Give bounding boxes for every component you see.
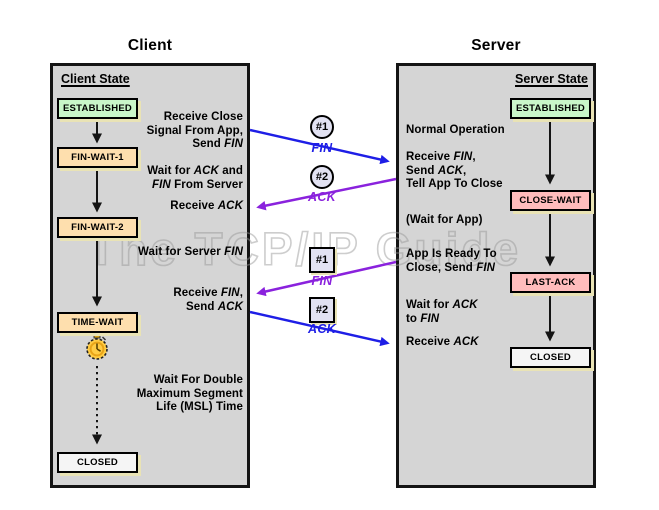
client-state-time-wait: TIME-WAIT bbox=[57, 312, 138, 333]
server-annotation-receive-ack: Receive ACK bbox=[406, 336, 479, 348]
message-2-badge: #2 bbox=[310, 165, 334, 189]
client-state-heading: Client State bbox=[61, 72, 130, 86]
client-title: Client bbox=[127, 37, 173, 54]
client-annotation-receive-fin: Receive FIN,Send ACK bbox=[173, 287, 243, 313]
server-state-heading: Server State bbox=[515, 72, 588, 86]
message-2-label: ACK bbox=[308, 190, 336, 204]
message-4-label: ACK bbox=[308, 322, 336, 336]
arrow-fin-client-to-server bbox=[249, 128, 390, 165]
message-1-badge: #1 bbox=[310, 115, 334, 139]
server-state-closed: CLOSED bbox=[510, 347, 591, 368]
server-state-established: ESTABLISHED bbox=[510, 98, 591, 119]
arrow-fin-server-to-client bbox=[256, 260, 397, 297]
timer-icon bbox=[86, 333, 108, 360]
client-annotation-receive-ack: Receive ACK bbox=[170, 200, 243, 212]
server-annotation-wait-for-app: (Wait for App) bbox=[406, 214, 483, 226]
client-state-established: ESTABLISHED bbox=[57, 98, 138, 119]
message-1-label: FIN bbox=[311, 141, 333, 155]
client-state-fin-wait-1: FIN-WAIT-1 bbox=[57, 147, 138, 168]
server-state-close-wait: CLOSE-WAIT bbox=[510, 190, 591, 211]
arrow-ack-client-to-server bbox=[249, 310, 390, 347]
message-3-badge: #1 bbox=[309, 247, 335, 273]
message-4-badge: #2 bbox=[309, 297, 335, 323]
client-annotation-wait-server-fin: Wait for Server FIN bbox=[138, 246, 243, 258]
server-state-last-ack: LAST-ACK bbox=[510, 272, 591, 293]
client-state-fin-wait-2: FIN-WAIT-2 bbox=[57, 217, 138, 238]
message-3-label: FIN bbox=[311, 274, 333, 288]
server-annotation-receive-fin: Receive FIN,Send ACK,Tell App To Close bbox=[406, 151, 503, 190]
client-panel bbox=[50, 63, 250, 488]
server-title: Server bbox=[471, 37, 521, 54]
client-state-closed: CLOSED bbox=[57, 452, 138, 473]
server-annotation-normal-operation: Normal Operation bbox=[406, 124, 505, 136]
arrow-ack-server-to-client bbox=[256, 177, 397, 211]
